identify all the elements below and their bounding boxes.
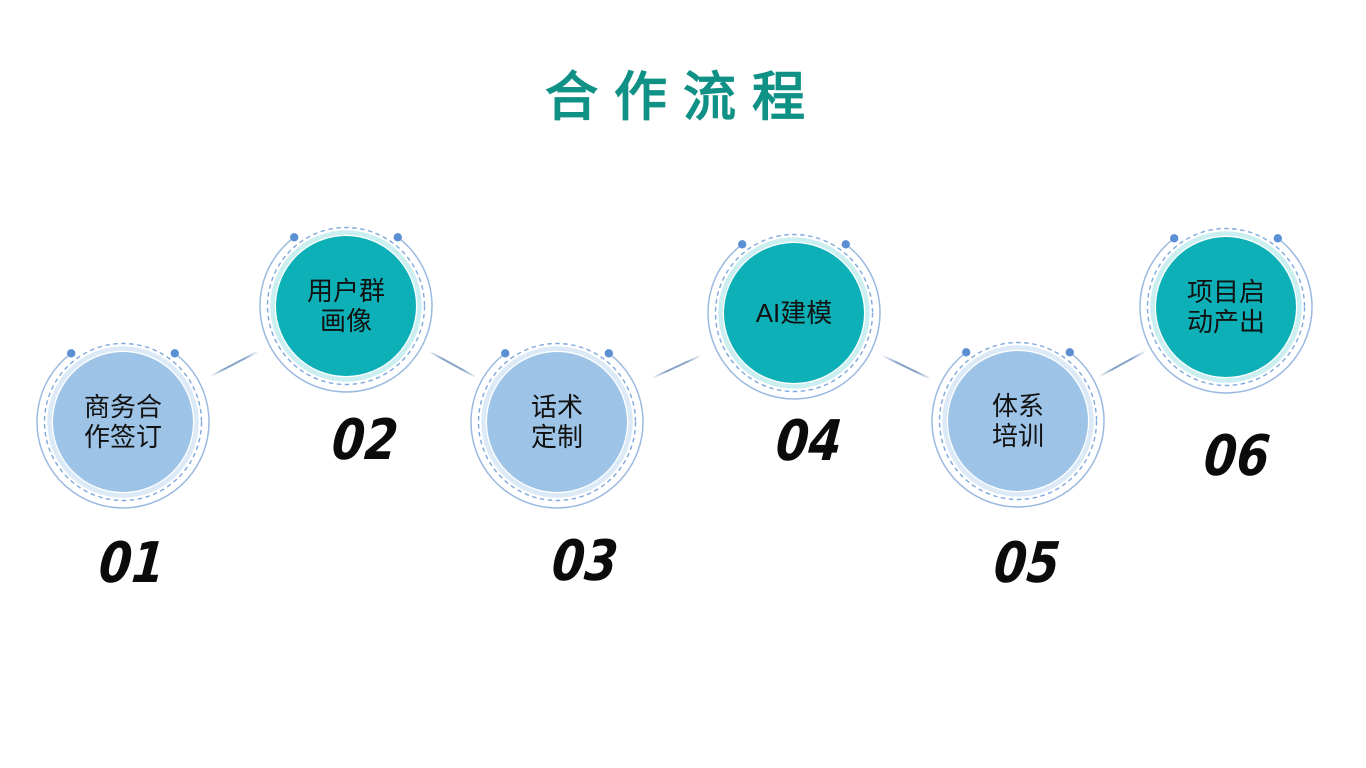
step-5-label: 体系 培训 xyxy=(992,391,1044,451)
step-5-outer-arc xyxy=(931,351,1105,508)
step-node-4: AI建模 xyxy=(694,213,894,413)
step-2-circle xyxy=(276,236,416,376)
step-3-number: 03 xyxy=(549,529,621,594)
step-label-line: 项目启 xyxy=(1186,277,1266,307)
step-2-number: 02 xyxy=(329,408,401,473)
step-node-3: 话术 定制 xyxy=(457,322,657,522)
step-6-gap-dot-right xyxy=(1273,234,1282,243)
step-label-line: 培训 xyxy=(991,421,1045,451)
step-2-gap-dot-left xyxy=(290,233,299,242)
step-4-circle xyxy=(724,243,864,383)
connector-line-3-4 xyxy=(651,355,701,379)
step-label-line: 体系 xyxy=(991,391,1045,421)
step-4-outer-arc xyxy=(707,243,881,400)
step-label-line: 作签订 xyxy=(83,422,163,452)
step-6-circle xyxy=(1156,237,1296,377)
step-2-glow-ring xyxy=(270,230,422,382)
step-5-dashed-ring xyxy=(938,341,1098,501)
step-label-line: AI建模 xyxy=(755,298,833,328)
step-node-1: 商务合 作签订 xyxy=(23,322,223,522)
step-1-outer-arc xyxy=(36,352,210,509)
step-5-number: 05 xyxy=(991,531,1063,596)
step-1-gap-dot-left xyxy=(67,349,76,358)
step-label-line: 话术 xyxy=(530,392,584,422)
step-node-2: 用户群 画像 xyxy=(246,206,446,406)
step-1-circle xyxy=(53,352,193,492)
step-2-outer-arc xyxy=(259,236,433,393)
step-3-dashed-ring xyxy=(477,342,637,502)
step-1-label: 商务合 作签订 xyxy=(84,392,162,452)
step-5-glow-ring xyxy=(942,345,1094,497)
step-4-number: 04 xyxy=(773,409,845,474)
step-6-graphic xyxy=(1139,227,1313,394)
step-3-label: 话术 定制 xyxy=(531,392,583,452)
step-1-graphic xyxy=(36,342,210,509)
step-1-number: 01 xyxy=(96,531,168,596)
step-label-line: 用户群 xyxy=(306,276,386,306)
step-1-gap-dot-right xyxy=(170,349,179,358)
step-4-dashed-ring xyxy=(714,233,874,393)
step-4-graphic xyxy=(707,233,881,400)
step-3-gap-dot-right xyxy=(604,349,613,358)
step-4-label: AI建模 xyxy=(756,298,833,328)
step-label-line: 画像 xyxy=(319,306,373,336)
step-label-line: 动产出 xyxy=(1186,307,1266,337)
step-4-glow-ring xyxy=(718,237,870,389)
step-2-dashed-ring xyxy=(266,226,426,386)
step-node-6: 项目启 动产出 xyxy=(1126,207,1326,407)
step-1-glow-ring xyxy=(47,346,199,498)
step-6-label: 项目启 动产出 xyxy=(1187,277,1265,337)
step-2-graphic xyxy=(259,226,433,393)
step-5-graphic xyxy=(931,341,1105,508)
step-1-dashed-ring xyxy=(43,342,203,502)
step-3-gap-dot-left xyxy=(501,349,510,358)
step-3-glow-ring xyxy=(481,346,633,498)
step-6-gap-dot-left xyxy=(1170,234,1179,243)
step-4-gap-dot-left xyxy=(738,240,747,249)
step-6-number: 06 xyxy=(1201,424,1273,489)
step-3-circle xyxy=(487,352,627,492)
step-node-5: 体系 培训 xyxy=(918,321,1118,521)
step-6-glow-ring xyxy=(1150,231,1302,383)
step-label-line: 商务合 xyxy=(83,392,163,422)
step-5-gap-dot-right xyxy=(1065,348,1074,357)
step-3-outer-arc xyxy=(470,352,644,509)
step-label-line: 定制 xyxy=(530,422,584,452)
step-4-gap-dot-right xyxy=(841,240,850,249)
step-5-circle xyxy=(948,351,1088,491)
slide-title: 合作流程 xyxy=(545,68,821,127)
step-6-dashed-ring xyxy=(1146,227,1306,387)
step-5-gap-dot-left xyxy=(962,348,971,357)
step-2-label: 用户群 画像 xyxy=(307,276,385,336)
step-3-graphic xyxy=(470,342,644,509)
step-6-outer-arc xyxy=(1139,237,1313,394)
step-2-gap-dot-right xyxy=(393,233,402,242)
